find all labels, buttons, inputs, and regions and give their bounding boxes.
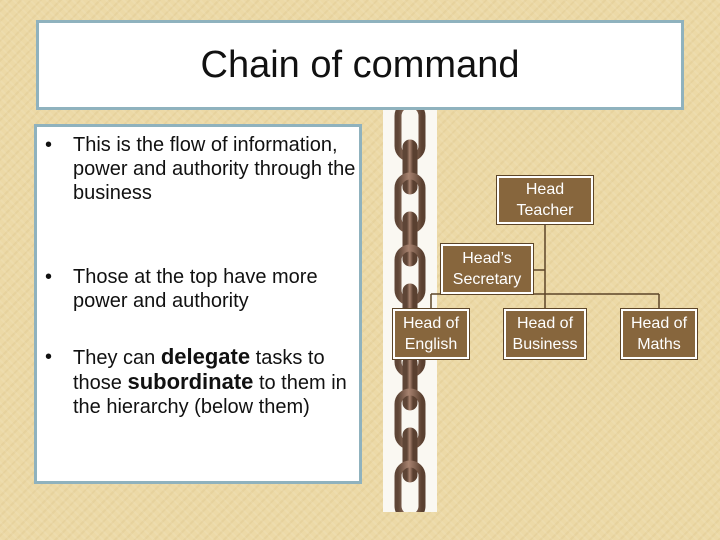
node-heads-secretary: Head’s Secretary: [441, 244, 533, 294]
bullet-dot-icon: •: [45, 266, 53, 288]
delegate-term: delegate: [160, 344, 251, 369]
node-head-of-business: Head of Business: [504, 309, 586, 359]
title-box: Chain of command: [36, 20, 684, 110]
bullet-item-power: • Those at the top have more power and a…: [41, 265, 357, 313]
bullet-text: This is the flow of information, power a…: [73, 134, 356, 204]
node-head-of-english: Head of English: [393, 309, 469, 359]
subordinate-term: subordinate: [127, 369, 254, 394]
slide-title: Chain of command: [200, 43, 520, 86]
bullet-item-flow: • This is the flow of information, power…: [41, 133, 357, 205]
bullet-dot-icon: •: [45, 346, 53, 368]
bullet-text-part: to them in the hierarchy (below them): [73, 372, 347, 418]
bullet-item-delegate: • They can delegate tasks to those subor…: [41, 345, 357, 419]
node-head-of-maths: Head of Maths: [621, 309, 697, 359]
bullet-dot-icon: •: [45, 134, 53, 156]
bullet-text: Those at the top have more power and aut…: [73, 266, 318, 312]
bullet-text: They can delegate tasks to those subordi…: [41, 345, 357, 419]
node-head-teacher: Head Teacher: [497, 176, 593, 224]
bullet-text-part: They can: [73, 347, 161, 369]
bullet-list-box: • This is the flow of information, power…: [34, 124, 362, 484]
bullet-text-part: tasks to those: [73, 347, 325, 394]
